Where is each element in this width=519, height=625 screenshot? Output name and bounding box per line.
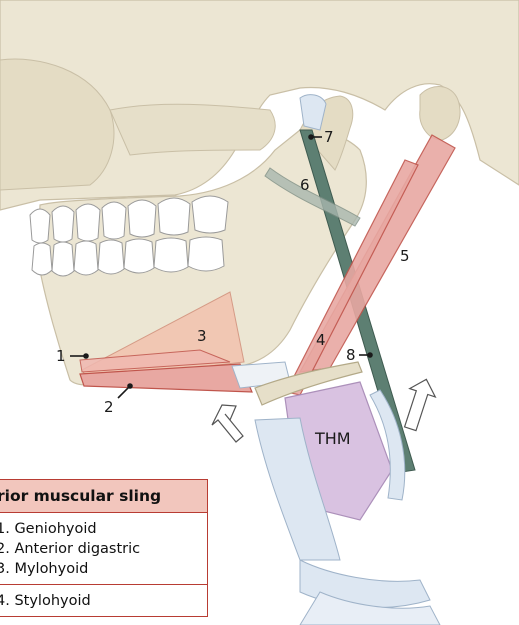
- label-4: 4: [316, 331, 326, 349]
- legend-group-posterior: 4. Stylohyoid: [0, 584, 207, 616]
- legend-item-anterior-digastric: 2. Anterior digastric: [0, 539, 207, 559]
- legend-title: rior muscular sling: [0, 480, 207, 513]
- label-thm: THM: [314, 429, 351, 448]
- label-2: 2: [104, 398, 114, 416]
- legend-item-stylohyoid: 4. Stylohyoid: [0, 591, 207, 611]
- legend-item-mylohyoid: 3. Mylohyoid: [0, 559, 207, 579]
- label-7: 7: [324, 128, 334, 146]
- label-1: 1: [56, 347, 66, 365]
- mastoid-process: [420, 86, 460, 140]
- arrow-upward-left: [212, 405, 243, 442]
- zygomatic-arch: [110, 104, 275, 155]
- label-8: 8: [346, 346, 356, 364]
- label-3: 3: [197, 327, 207, 345]
- legend-item-geniohyoid: 1. Geniohyoid: [0, 519, 207, 539]
- label-6: 6: [300, 176, 310, 194]
- label-5: 5: [400, 247, 410, 265]
- legend-box: rior muscular sling 1. Geniohyoid 2. Ant…: [0, 479, 208, 617]
- arrow-upward-right: [398, 375, 440, 433]
- legend-group-anterior: 1. Geniohyoid 2. Anterior digastric 3. M…: [0, 513, 207, 584]
